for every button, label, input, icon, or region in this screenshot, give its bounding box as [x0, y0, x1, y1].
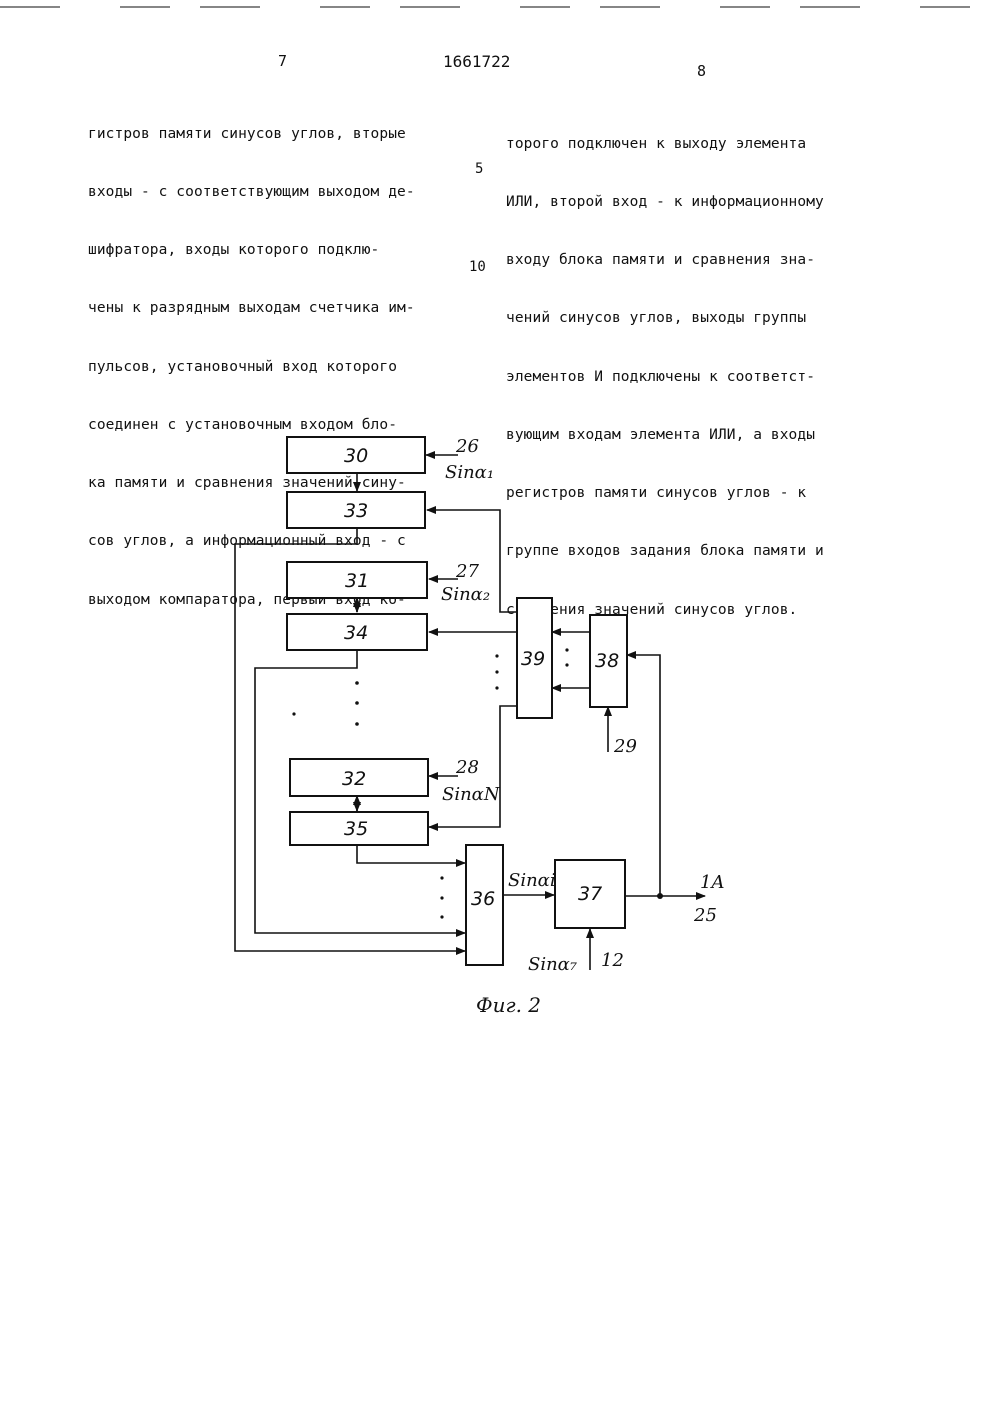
label-27: 27 — [455, 561, 479, 582]
label-28: 28 — [455, 757, 479, 778]
label-sin-alpha-n: SinαN — [442, 784, 501, 805]
block-32: 32 — [290, 759, 428, 796]
label-26: 26 — [455, 436, 479, 457]
svg-text:39: 39 — [521, 648, 545, 670]
block-30: 30 — [287, 437, 425, 473]
svg-text:37: 37 — [578, 883, 602, 905]
svg-text:30: 30 — [344, 445, 368, 467]
label-29: 29 — [613, 736, 637, 757]
label-sin-alpha-1: Sinα₁ — [445, 462, 494, 483]
label-sin-alpha-7: Sinα₇ — [528, 954, 577, 975]
svg-text:36: 36 — [471, 888, 495, 910]
svg-text:33: 33 — [344, 500, 368, 522]
block-34: 34 — [287, 614, 427, 650]
label-1A: 1A — [700, 872, 724, 893]
label-25: 25 — [693, 905, 717, 926]
block-38: 38 — [590, 615, 627, 707]
svg-text:38: 38 — [595, 650, 619, 672]
svg-text:31: 31 — [345, 570, 369, 592]
block-31: 31 — [287, 562, 427, 598]
svg-text:34: 34 — [344, 622, 368, 644]
svg-text:35: 35 — [344, 818, 368, 840]
block-39: 39 — [517, 598, 552, 718]
block-37: 37 — [555, 860, 625, 928]
figure-caption: Фиг. 2 — [476, 993, 541, 1017]
block-33: 33 — [287, 492, 425, 528]
svg-text:32: 32 — [342, 768, 366, 790]
block-35: 35 — [290, 812, 428, 845]
block-36: 36 — [466, 845, 503, 965]
label-12: 12 — [601, 950, 624, 971]
label-sin-alpha-2: Sinα₂ — [441, 584, 490, 605]
label-sin-alpha-i: Sinαi — [508, 870, 556, 891]
